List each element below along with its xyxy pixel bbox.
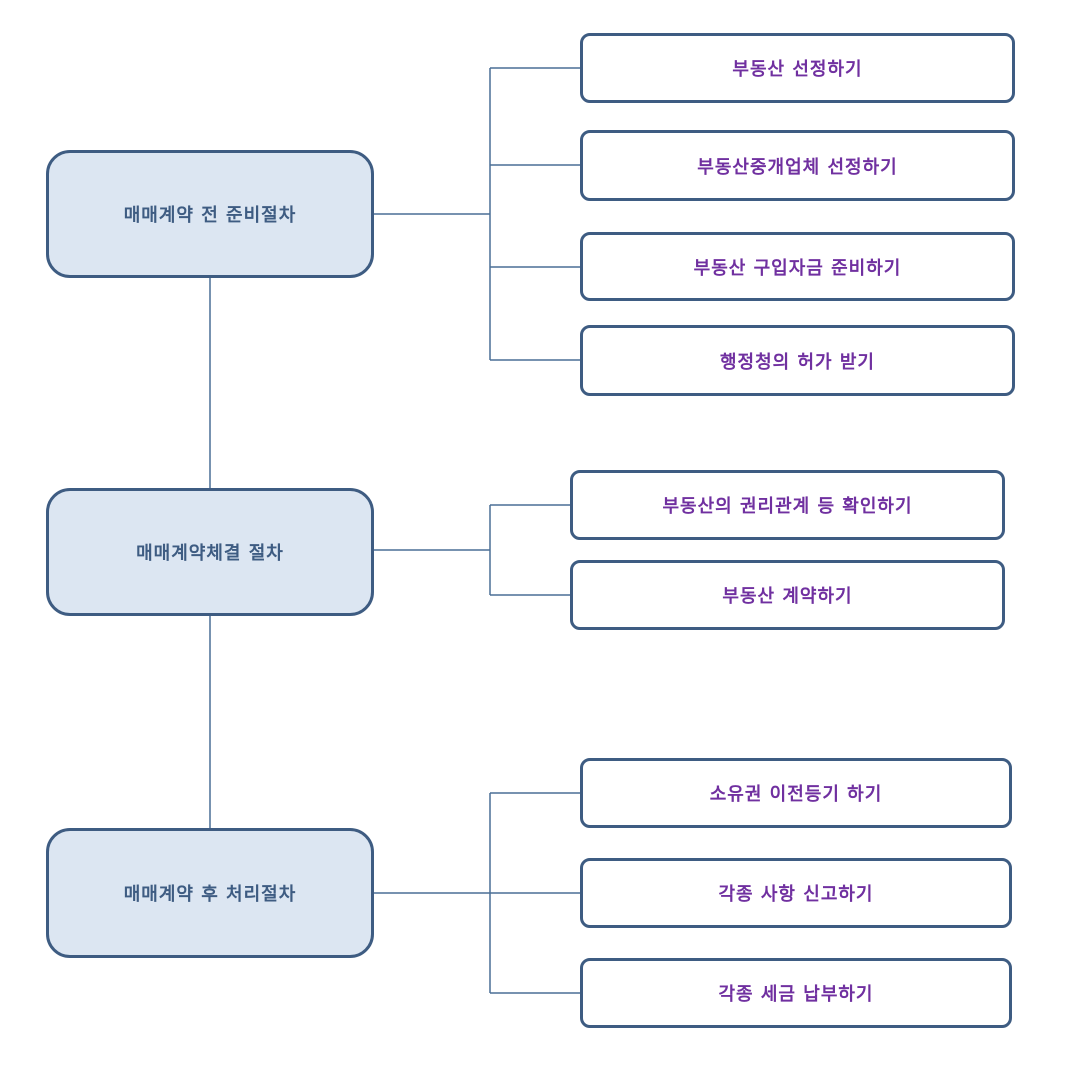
stage-label: 매매계약 후 처리절차 (123, 884, 297, 905)
step-label: 부동산 계약하기 (722, 586, 853, 607)
step-label: 부동산중개업체 선정하기 (697, 156, 898, 178)
step-box: 부동산 선정하기 (580, 33, 1015, 103)
step-label: 소유권 이전등기 하기 (709, 784, 883, 805)
step-label: 각종 세금 납부하기 (718, 984, 874, 1005)
step-label: 각종 사항 신고하기 (718, 884, 874, 905)
step-box: 행정청의 허가 받기 (580, 325, 1015, 396)
step-box: 부동산 구입자금 준비하기 (580, 232, 1015, 301)
step-label: 부동산의 권리관계 등 확인하기 (662, 496, 913, 517)
step-label: 부동산 구입자금 준비하기 (693, 257, 902, 279)
stage-label: 매매계약 전 준비절차 (123, 205, 297, 226)
step-box: 소유권 이전등기 하기 (580, 758, 1012, 828)
stage-box-contract: 매매계약체결 절차 (46, 488, 374, 616)
step-box: 각종 세금 납부하기 (580, 958, 1012, 1028)
stage-label: 매매계약체결 절차 (136, 543, 284, 564)
stage-box-post-contract: 매매계약 후 처리절차 (46, 828, 374, 958)
step-box: 부동산중개업체 선정하기 (580, 130, 1015, 201)
step-box: 각종 사항 신고하기 (580, 858, 1012, 928)
step-label: 부동산 선정하기 (732, 59, 863, 80)
step-box: 부동산 계약하기 (570, 560, 1005, 630)
step-box: 부동산의 권리관계 등 확인하기 (570, 470, 1005, 540)
stage-box-pre-contract: 매매계약 전 준비절차 (46, 150, 374, 278)
step-label: 행정청의 허가 받기 (719, 351, 875, 373)
